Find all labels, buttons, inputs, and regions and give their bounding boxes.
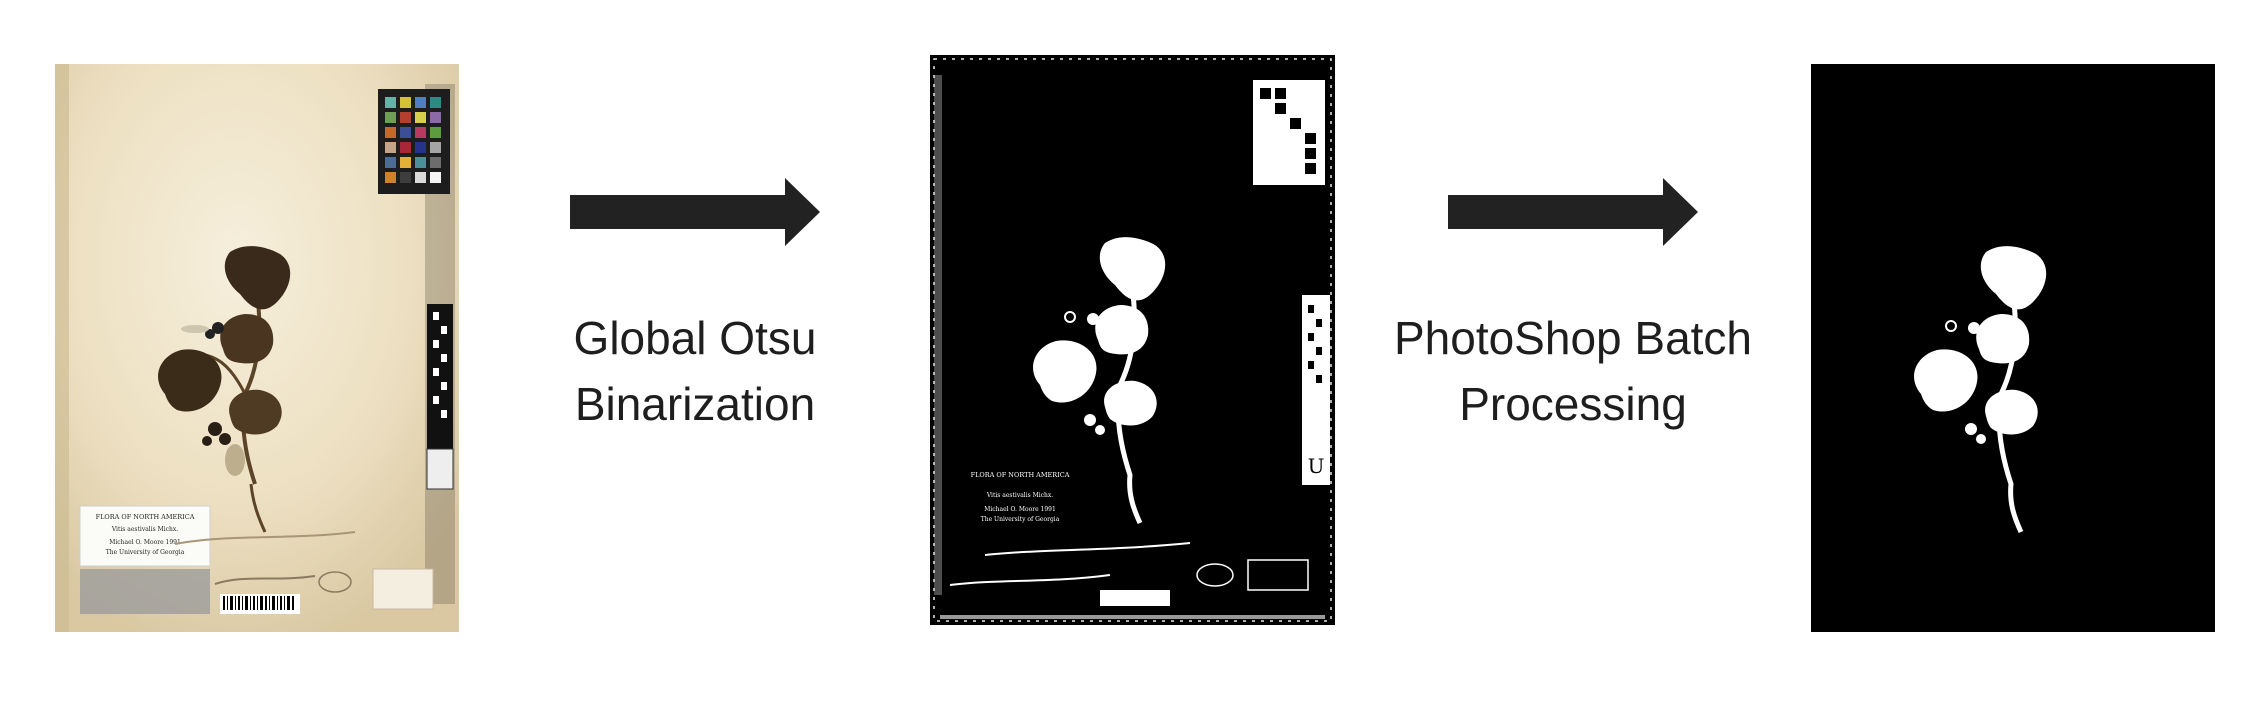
otsu-binarized-image: U FLORA OF NORTH AMERICA Vitis aestivali… (930, 55, 1335, 625)
plant-specimen (158, 246, 291, 533)
final-plant-mask (1914, 246, 2047, 534)
scale-ruler (426, 304, 454, 490)
arrow-right-icon (1448, 178, 1698, 246)
barcode (220, 594, 300, 614)
step-label-photoshop-line2: Processing (1459, 378, 1687, 430)
step-label-otsu: Global Otsu Binarization (485, 305, 905, 437)
svg-text:U: U (1308, 454, 1325, 478)
grey-annotation-card (80, 569, 210, 614)
step-label-otsu-line2: Binarization (574, 378, 816, 430)
binarized-plant (1033, 237, 1166, 525)
label-institution: The University of Georgia (106, 549, 185, 556)
binarized-label-text: FLORA OF NORTH AMERICA Vitis aestivalis … (971, 471, 1070, 523)
binarized-label-institution: The University of Georgia (981, 516, 1060, 523)
final-mask-graphic (1811, 64, 2215, 632)
label-species: Vitis aestivalis Michx. (111, 526, 178, 533)
step-label-photoshop-line1: PhotoShop Batch (1393, 312, 1753, 364)
binarized-checker-card (1253, 80, 1325, 185)
color-checker-card (378, 89, 450, 194)
final-mask-image (1811, 64, 2215, 632)
original-specimen-image: FLORA OF NORTH AMERICA Vitis aestivalis … (55, 64, 459, 632)
binarized-scale-ruler: U (1302, 295, 1330, 485)
label-title: FLORA OF NORTH AMERICA (96, 513, 195, 521)
binarized-label-title: FLORA OF NORTH AMERICA (971, 471, 1070, 479)
binarized-label-species: Vitis aestivalis Michx. (986, 492, 1053, 499)
otsu-binarized-graphic: U FLORA OF NORTH AMERICA Vitis aestivali… (930, 55, 1335, 625)
original-specimen-graphic: FLORA OF NORTH AMERICA Vitis aestivalis … (55, 64, 459, 632)
step-label-photoshop: PhotoShop Batch Processing (1363, 305, 1783, 437)
arrow-right-icon (570, 178, 820, 246)
specimen-label: FLORA OF NORTH AMERICA Vitis aestivalis … (79, 505, 211, 567)
step-label-otsu-line1: Global Otsu (573, 312, 817, 364)
label-collector: Michael O. Moore 1991 (109, 539, 181, 546)
binarized-label-collector: Michael O. Moore 1991 (984, 506, 1056, 513)
